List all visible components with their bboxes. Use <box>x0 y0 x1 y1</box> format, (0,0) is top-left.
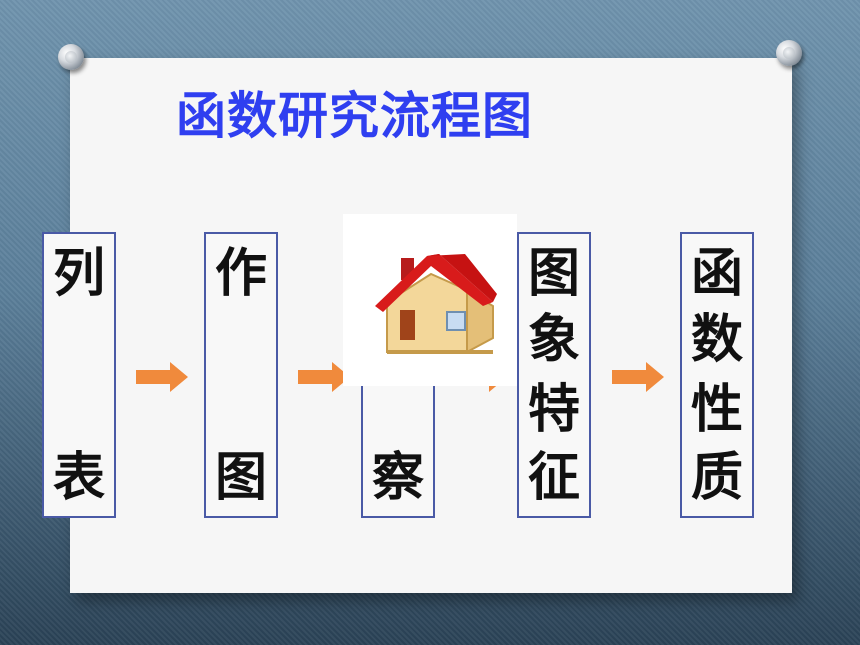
step-char: 数 <box>690 310 743 370</box>
house-icon <box>343 214 517 386</box>
step-char: 表 <box>52 448 105 508</box>
step-char: 图 <box>214 448 267 508</box>
step-char: 作 <box>214 244 267 304</box>
diagram-title: 函数研究流程图 <box>176 87 533 145</box>
pushpin-icon <box>776 40 802 66</box>
step-char: 征 <box>527 448 580 508</box>
step-char: 察 <box>371 448 424 508</box>
step-box-list-table: 列 表 <box>42 232 116 518</box>
step-box-graph-features: 图 象 特 征 <box>517 232 591 518</box>
step-char: 性 <box>690 380 743 440</box>
flow-arrow <box>298 362 350 392</box>
step-char: 列 <box>52 244 105 304</box>
flow-arrow <box>136 362 188 392</box>
pushpin-icon <box>58 44 84 70</box>
step-box-function-properties: 函 数 性 质 <box>680 232 754 518</box>
step-char: 函 <box>690 244 743 304</box>
step-char: 象 <box>527 310 580 370</box>
flow-arrow <box>612 362 664 392</box>
step-char: 图 <box>527 244 580 304</box>
step-char: 质 <box>690 448 743 508</box>
step-box-plot: 作 图 <box>204 232 278 518</box>
step-char: 特 <box>527 380 580 440</box>
